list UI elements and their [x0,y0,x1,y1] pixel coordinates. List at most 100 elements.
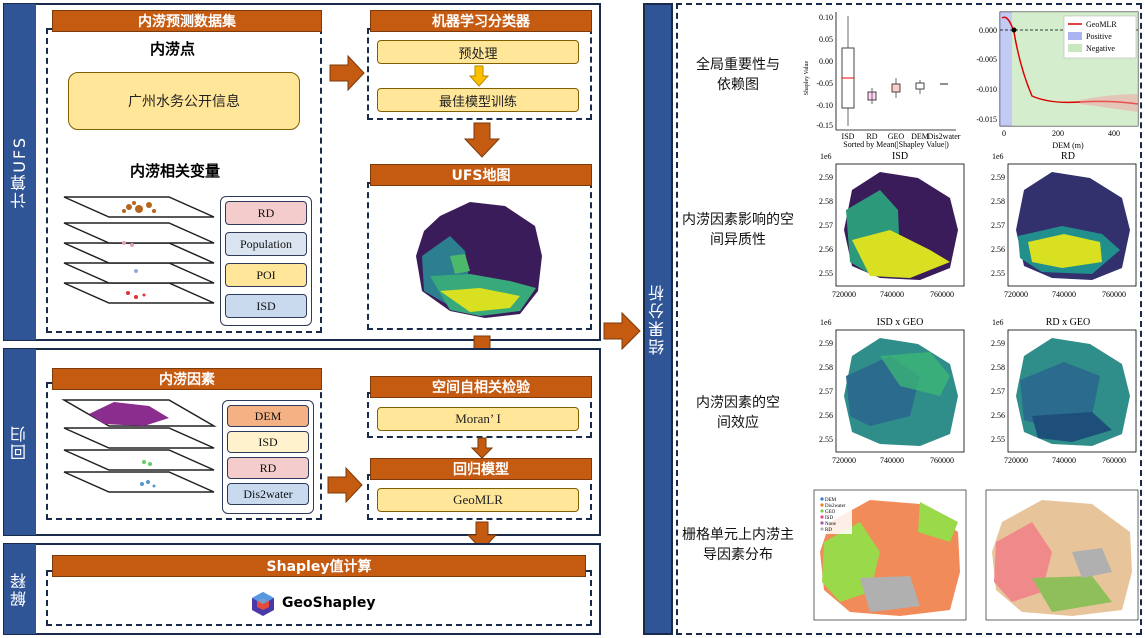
row-label-dominant: 栅格单元上内涝主导因素分布 [682,527,794,563]
ml-header: 机器学习分类器 [370,10,592,32]
shapley-boxplot: 0.10 0.05 0.00 -0.05 -0.10 -0.15 Shapley… [804,12,961,149]
map-isdgeo-ytick-3: 2.56 [819,411,833,420]
map-isdgeo-title: ISD x GEO [877,317,924,328]
box-xlabel: Sorted by Mean(|Shapley Value|) [843,140,949,149]
var-chip-isd: ISD [225,294,307,318]
geomlr-box: GeoMLR [377,488,579,512]
dataset-header: 内涝预测数据集 [52,10,322,32]
arrow-down-small [468,65,490,87]
map-isd-xtick-0: 720000 [832,290,856,299]
map-rdgeo-ytick-1: 2.58 [991,363,1005,372]
map-rdgeo-title: RD x GEO [1046,317,1090,328]
box-ytick-0: 0.10 [819,13,833,22]
map-rd-title: RD [1061,151,1075,162]
var-chip-rd: RD [225,201,307,225]
dep-xtick-1: 200 [1052,129,1064,138]
train-box: 最佳模型训练 [377,88,579,112]
map-rdgeo-xtick-0: 720000 [1004,456,1028,465]
box-xtick-3: DEM [911,132,929,141]
box-isd [841,16,855,126]
map-rd-xtick-2: 760000 [1102,290,1126,299]
layer-stack [63,196,215,304]
points-label: 内涝点 [150,40,196,58]
map-isdgeo-ytick-4: 2.55 [819,435,833,444]
map-rd-ytick-0: 2.59 [991,173,1005,182]
row-label-heterogeneity: 内涝因素影响的空间异质性 [682,212,794,248]
arrow-down-1 [463,122,501,158]
map-isd-ytick-3: 2.56 [819,245,833,254]
dep-xtick-2: 400 [1108,129,1120,138]
auto-header: 空间自相关检验 [370,376,592,398]
map-isdgeo-xtick-1: 740000 [880,456,904,465]
legend-geomlr: GeoMLR [1086,20,1117,29]
map-rdgeo-xtick-2: 760000 [1102,456,1126,465]
dom-legend-5: RD [825,528,832,533]
variable-layers [63,196,215,304]
map-isd-xtick-1: 740000 [880,290,904,299]
dep-ytick-0: 0.000 [979,26,997,35]
map-isd-ytick-4: 2.55 [819,269,833,278]
box-ytick-2: 0.00 [819,57,833,66]
var-chip-poi: POI [225,263,307,287]
box-xtick-4: Dis2water [928,132,961,141]
map-isd-xtick-2: 760000 [930,290,954,299]
map-rd: 1e6 RD 2.59 2.58 2.57 2.56 2.55 720000 7… [991,151,1137,299]
factor-layers [61,399,217,493]
map-dominant-2 [985,489,1139,621]
geoshapley-label: GeoShapley [282,595,376,611]
map-rd-ytick-3: 2.56 [991,245,1005,254]
geoshapley-logo-icon [252,592,274,616]
ufs-map [416,202,542,318]
map-rd-xtick-1: 740000 [1052,290,1076,299]
map-rdgeo-ytick-3: 2.56 [991,411,1005,420]
dom-legend-4: None [825,522,837,527]
vars-label: 内涝相关变量 [130,162,221,180]
dom-legend-3: ISD [825,516,833,521]
factor-chip-dis2water: Dis2water [227,483,309,505]
legend-positive: Positive [1086,32,1112,41]
dom-legend-1: Dis2water [825,504,846,509]
ufs-map-header: UFS地图 [370,164,592,186]
box-dem [915,80,925,94]
arrow-right-1 [329,54,365,92]
map-rd-ytick-2: 2.57 [991,221,1005,230]
var-chip-population: Population [225,232,307,256]
box-xtick-0: ISD [842,132,855,141]
results-side-label: 结果分析 [643,3,673,635]
map-isd-ytick-1: 2.58 [819,197,833,206]
explain-side-label: 解释 [4,544,36,634]
dom-legend-2: GEO [825,510,836,515]
factor-chip-rd: RD [227,457,309,479]
map-rd-xtick-0: 720000 [1004,290,1028,299]
factor-chip-dem: DEM [227,405,309,427]
dep-ytick-1: -0.005 [976,55,997,64]
factors-header: 内涝因素 [52,368,322,390]
explain-header: Shapley值计算 [52,555,586,577]
map-isdgeo-xtick-0: 720000 [832,456,856,465]
dem-dependence-plot: GeoMLR Positive Negative 0.000 -0.005 -0… [976,11,1139,150]
dep-ytick-3: -0.015 [976,115,997,124]
factor-chip-isd: ISD [227,431,309,453]
dependence-legend: GeoMLR Positive Negative [1063,15,1137,59]
map-isd-exp: 1e6 [820,152,832,161]
map-isd-ytick-0: 2.59 [819,173,833,182]
map-isdgeo-xtick-2: 760000 [930,456,954,465]
map-rd-ytick-1: 2.58 [991,197,1005,206]
map-rdgeo-exp: 1e6 [992,318,1004,327]
map-rd-geo: 1e6 RD x GEO 2.59 2.58 2.57 2.56 2.55 72… [991,317,1137,465]
map-isd-geo: 1e6 ISD x GEO 2.59 2.58 2.57 2.56 2.55 7… [819,317,965,465]
map-rdgeo-ytick-2: 2.57 [991,387,1005,396]
regression-side-label: 回归 [4,349,36,535]
box-ytick-5: -0.15 [816,121,833,130]
dominant-legend: DEM Dis2water GEO ISD None RD [818,494,852,534]
map-rdgeo-ytick-4: 2.55 [991,435,1005,444]
map-isd-title: ISD [892,151,908,162]
box-rd [867,88,877,104]
preprocess-box: 预处理 [377,40,579,64]
box-geo [891,78,901,98]
geoshapley-tool: GeoShapley [250,590,376,616]
box-ytick-4: -0.10 [816,101,833,110]
map-dominant-1: DEM Dis2water GEO ISD None RD [813,489,967,621]
arrow-down-4 [466,521,498,551]
map-isdgeo-ytick-0: 2.59 [819,339,833,348]
